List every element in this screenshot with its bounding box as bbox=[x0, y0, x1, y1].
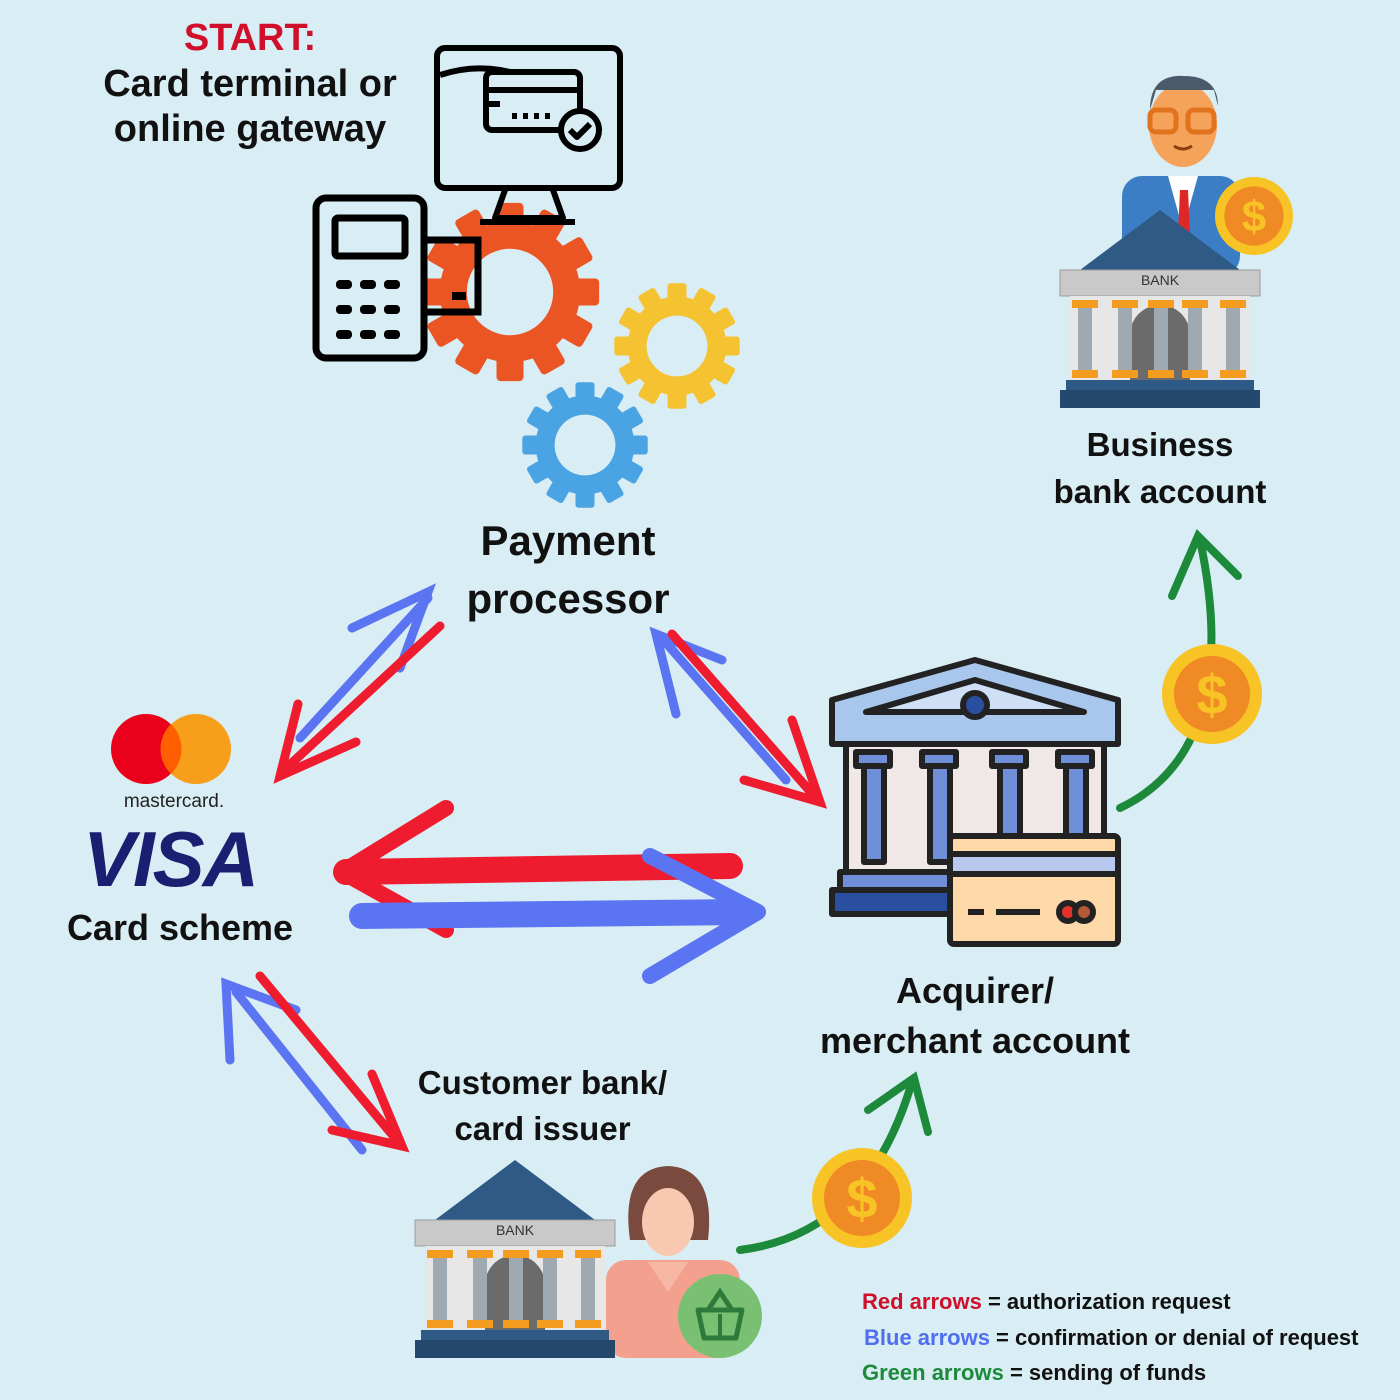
payment-processor-line1: Payment bbox=[480, 517, 656, 564]
arrow-processor-to-scheme bbox=[273, 583, 445, 784]
legend-row-blue: Blue arrows = confirmation or denial of … bbox=[862, 1320, 1359, 1356]
legend-desc: = confirmation or denial of request bbox=[989, 1324, 1359, 1350]
start-label: START: Card terminal or online gateway bbox=[40, 16, 460, 153]
start-prefix: START: bbox=[183, 17, 317, 59]
dollar-coin-icon bbox=[1162, 644, 1262, 744]
legend-key: Red arrows bbox=[862, 1289, 982, 1314]
arrow-processor-to-acquirer bbox=[649, 626, 828, 809]
customer-bank-line1: Customer bank/ bbox=[417, 1064, 668, 1101]
acquirer-line1: Acquirer/ bbox=[895, 970, 1055, 1011]
gear-icon bbox=[522, 382, 648, 508]
arrow-scheme-acquirer bbox=[333, 800, 766, 984]
legend-desc: = authorization request bbox=[981, 1289, 1231, 1314]
online-gateway-monitor-icon bbox=[434, 45, 623, 225]
start-line1: Card terminal or bbox=[103, 62, 397, 105]
bank-icon bbox=[414, 1159, 616, 1359]
card-terminal-icon bbox=[312, 194, 482, 362]
legend-desc: = sending of funds bbox=[1003, 1360, 1207, 1386]
bank-sign: BANK bbox=[1141, 272, 1180, 288]
legend: Red arrows = authorization request Blue … bbox=[862, 1284, 1359, 1391]
mastercard-wordmark: mastercard. bbox=[124, 791, 224, 812]
customer-bank-label: Customer bank/ card issuer bbox=[380, 1060, 705, 1152]
visa-wordmark: VISA bbox=[83, 815, 257, 903]
customer-bank-line2: card issuer bbox=[454, 1110, 631, 1148]
mastercard-logo bbox=[111, 714, 231, 784]
bank-sign: BANK bbox=[496, 1222, 535, 1238]
legend-key: Green arrows bbox=[862, 1360, 1004, 1386]
business-bank-label: Business bank account bbox=[1020, 422, 1300, 516]
card-scheme-label: Card scheme bbox=[66, 907, 294, 948]
dollar-coin-icon bbox=[812, 1148, 912, 1248]
business-bank-line2: bank account bbox=[1053, 472, 1267, 510]
acquirer-line2: merchant account bbox=[819, 1019, 1131, 1061]
gear-icon bbox=[614, 283, 740, 409]
arrow-scheme-to-customer-bank bbox=[221, 971, 410, 1155]
legend-row-green: Green arrows = sending of funds bbox=[862, 1355, 1359, 1391]
start-line2: online gateway bbox=[113, 108, 387, 151]
payment-processor-line2: processor bbox=[466, 574, 670, 622]
legend-row-red: Red arrows = authorization request bbox=[862, 1284, 1359, 1320]
gear-icon bbox=[420, 202, 600, 382]
acquirer-label: Acquirer/ merchant account bbox=[790, 966, 1160, 1065]
shopping-basket-icon bbox=[678, 1274, 762, 1358]
dollar-coin-icon bbox=[1215, 177, 1293, 255]
business-bank-line1: Business bbox=[1086, 426, 1234, 463]
payment-processor-label: Payment processor bbox=[418, 512, 718, 628]
credit-card-icon bbox=[947, 833, 1121, 947]
legend-key: Blue arrows bbox=[864, 1324, 990, 1350]
